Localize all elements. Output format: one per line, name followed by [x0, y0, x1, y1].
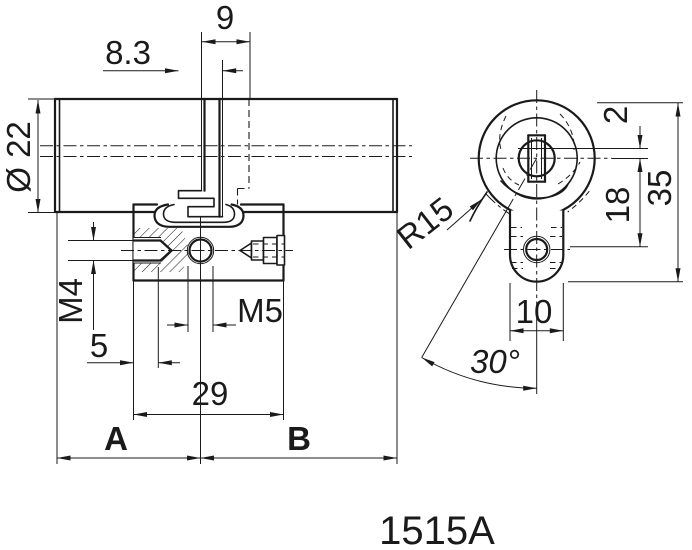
dim-35-label: 35	[641, 170, 678, 207]
dimension-m5: M5	[167, 266, 283, 332]
cylinder-body-outline	[53, 97, 399, 214]
end-view-center-lines	[470, 90, 612, 308]
dimension-10: 10	[509, 283, 564, 341]
end-view: R15 30° 2 18	[390, 90, 683, 394]
label-a: A	[104, 420, 128, 457]
cam-bulge	[153, 203, 245, 228]
side-view: 9 8.3 Ø 22 M4	[0, 0, 412, 464]
plug-hidden-detail	[499, 113, 581, 199]
dim-5-label: 5	[90, 327, 108, 364]
keyway-profile	[517, 134, 648, 183]
retainer-clip-steps	[177, 189, 224, 218]
dim-diameter-label: Ø 22	[0, 121, 37, 193]
dimension-30deg: 30°	[420, 208, 538, 394]
dim-8-3-label: 8.3	[105, 34, 151, 71]
dimension-29: 29	[133, 280, 284, 420]
dim-9-label: 9	[216, 0, 234, 36]
dimension-5: 5	[87, 267, 180, 420]
dimension-m4: M4	[52, 222, 134, 330]
dimension-18: 18	[570, 158, 648, 248]
dimension-r15: R15	[390, 190, 484, 256]
lug-hidden-thread-dashes	[511, 227, 562, 269]
dim-m5-label: M5	[237, 292, 283, 329]
dim-r15-label: R15	[390, 190, 460, 256]
label-b: B	[287, 420, 311, 457]
part-number-label: 1515A	[379, 509, 495, 550]
dimension-9: 9	[202, 0, 251, 99]
dimension-2: 2	[597, 106, 648, 172]
dimension-35: 35	[568, 102, 683, 283]
key-channel	[177, 32, 224, 218]
dim-30deg-label: 30°	[470, 343, 520, 380]
dim-2-label: 2	[597, 106, 634, 124]
body-center-lines	[40, 145, 412, 157]
m5-hole	[186, 217, 215, 464]
profile-lug	[504, 209, 570, 283]
dim-m4-label: M4	[52, 278, 89, 324]
dim-10-label: 10	[516, 293, 553, 330]
dimension-a-b: A B	[56, 213, 398, 464]
hidden-keyway-lines	[236, 99, 250, 205]
dimension-8-3: 8.3	[103, 34, 243, 74]
dim-18-label: 18	[599, 187, 636, 224]
dimension-diameter-22: Ø 22	[0, 98, 55, 213]
dim-29-label: 29	[192, 375, 229, 412]
